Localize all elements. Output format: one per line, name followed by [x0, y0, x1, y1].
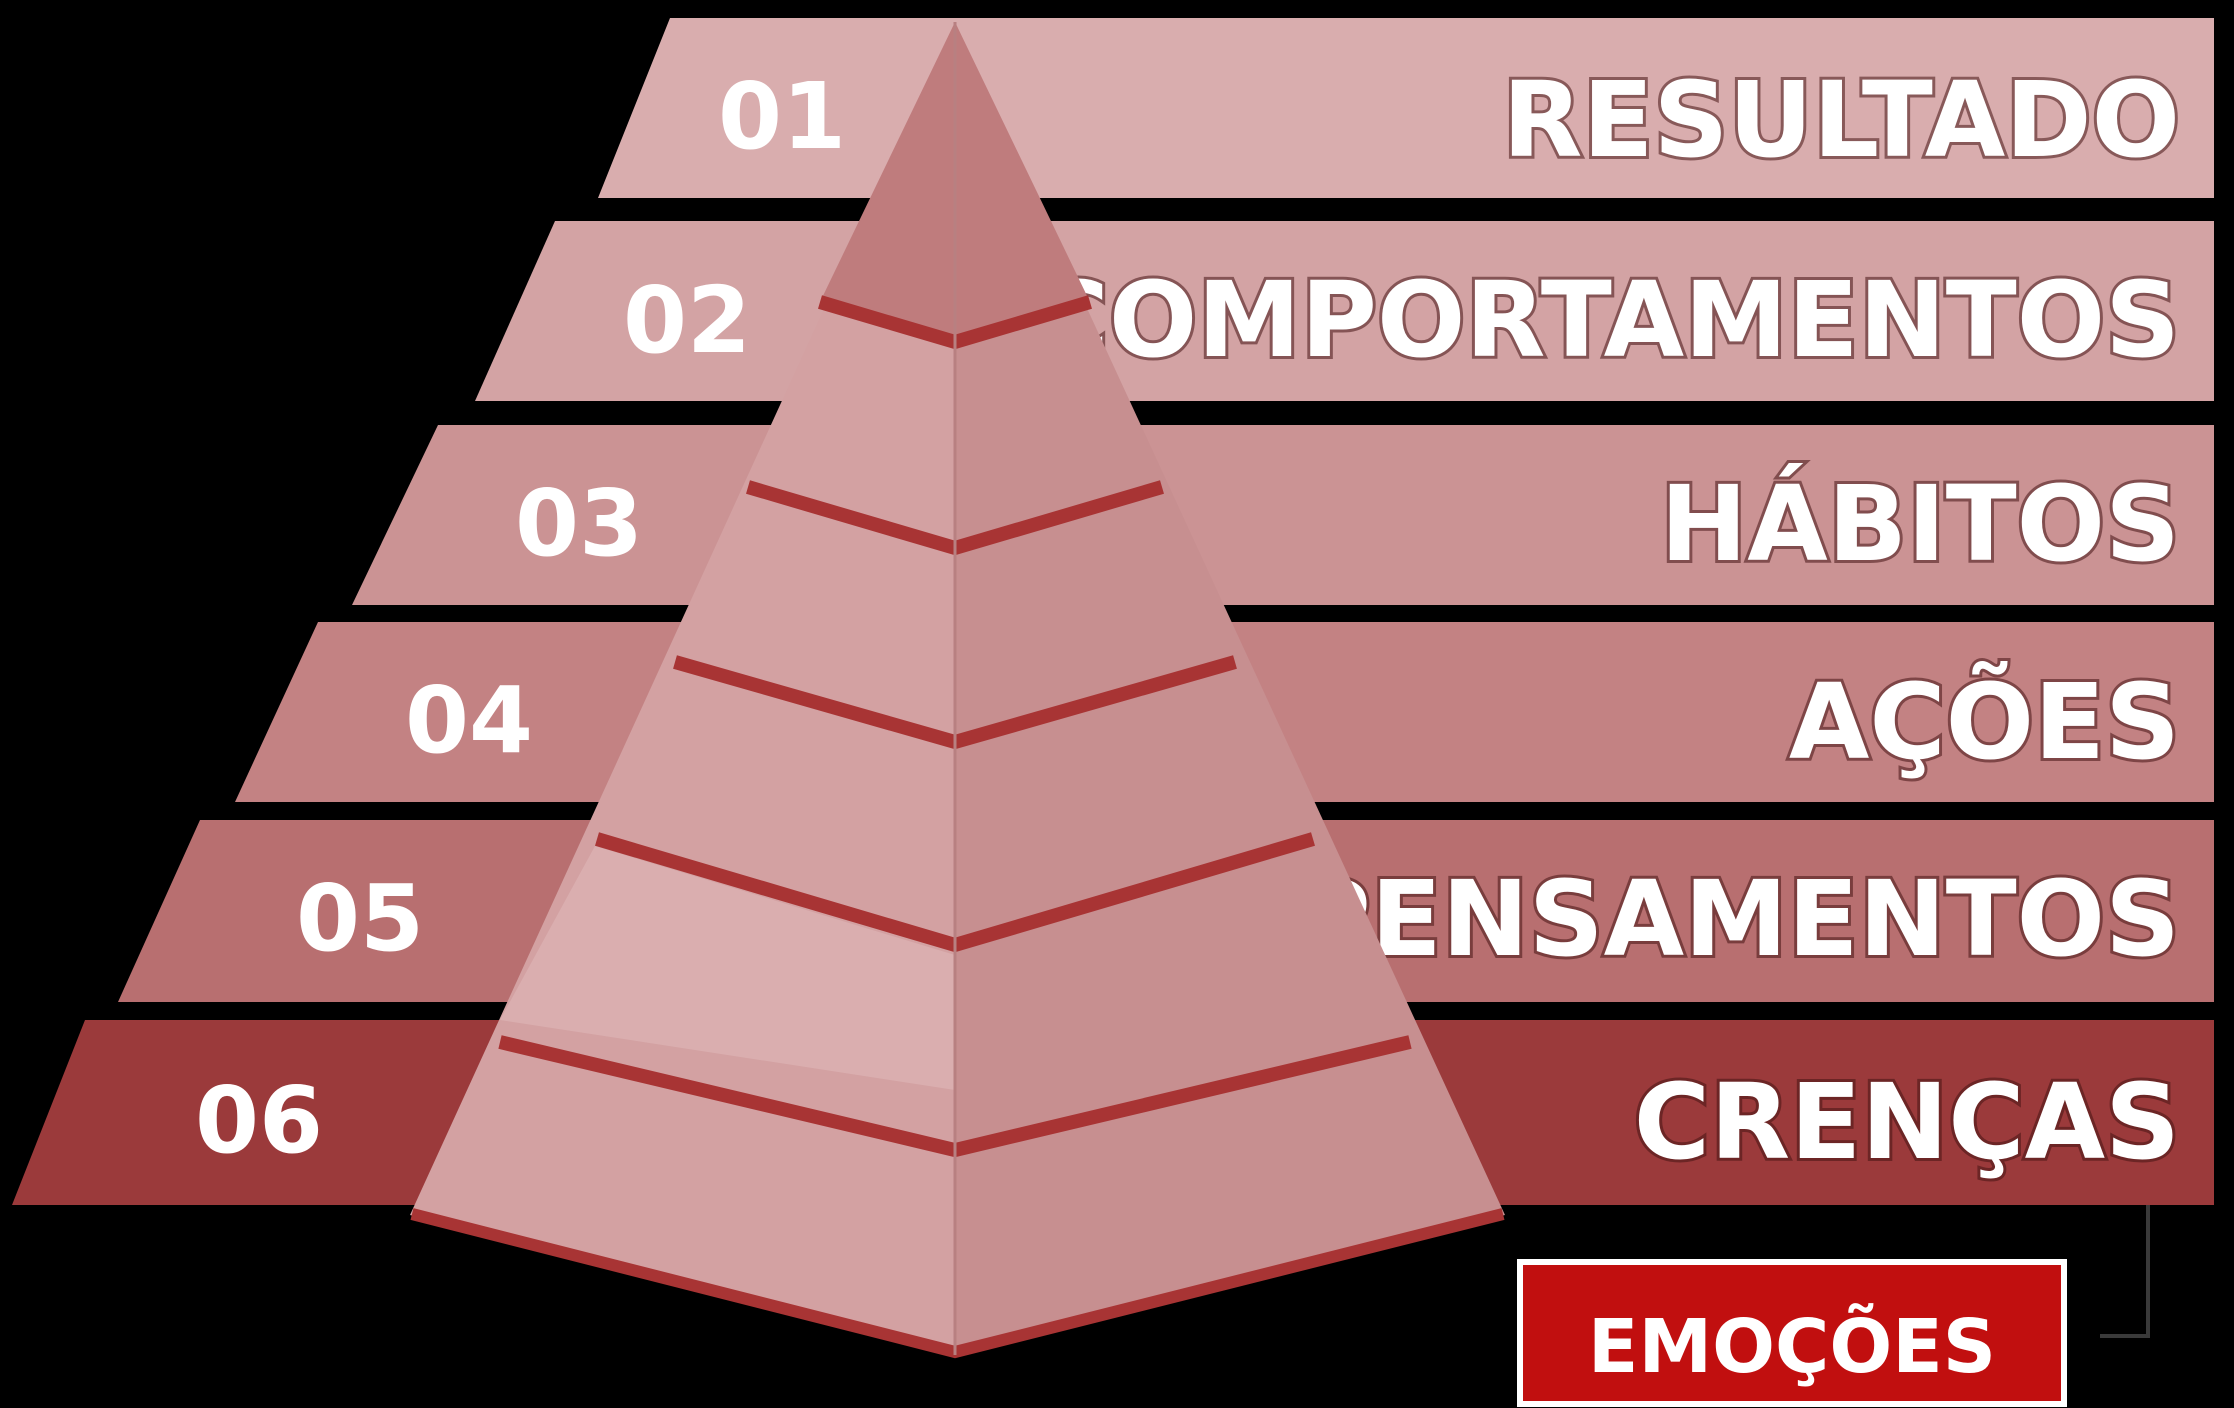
central-pyramid — [410, 22, 1505, 1359]
level-band-1: 01 RESULTADO — [598, 18, 2214, 198]
level-label: PENSAMENTOS — [1294, 858, 2180, 980]
level-label: CRENÇAS — [1634, 1061, 2180, 1183]
level-number: 01 — [718, 63, 846, 170]
level-number: 04 — [405, 667, 533, 774]
badge-label: EMOÇÕES — [1588, 1302, 1996, 1390]
level-band-2: 02 COMPORTAMENTOS — [475, 221, 2214, 401]
connector-line — [2100, 1205, 2150, 1338]
level-label: COMPORTAMENTOS — [1033, 259, 2180, 381]
level-label: AÇÕES — [1789, 661, 2180, 783]
level-number: 02 — [623, 267, 751, 374]
level-number: 03 — [515, 470, 643, 577]
level-label: RESULTADO — [1502, 59, 2180, 181]
level-number: 06 — [195, 1067, 323, 1174]
level-band-3: 03 HÁBITOS — [352, 425, 2214, 605]
badge-box — [1517, 1259, 2067, 1407]
emotions-badge: EMOÇÕES — [1517, 1259, 2067, 1407]
level-label: HÁBITOS — [1660, 463, 2180, 585]
pyramid-right-face — [955, 22, 1505, 1355]
pyramid-highlight — [500, 846, 955, 1090]
level-number: 05 — [296, 865, 424, 972]
